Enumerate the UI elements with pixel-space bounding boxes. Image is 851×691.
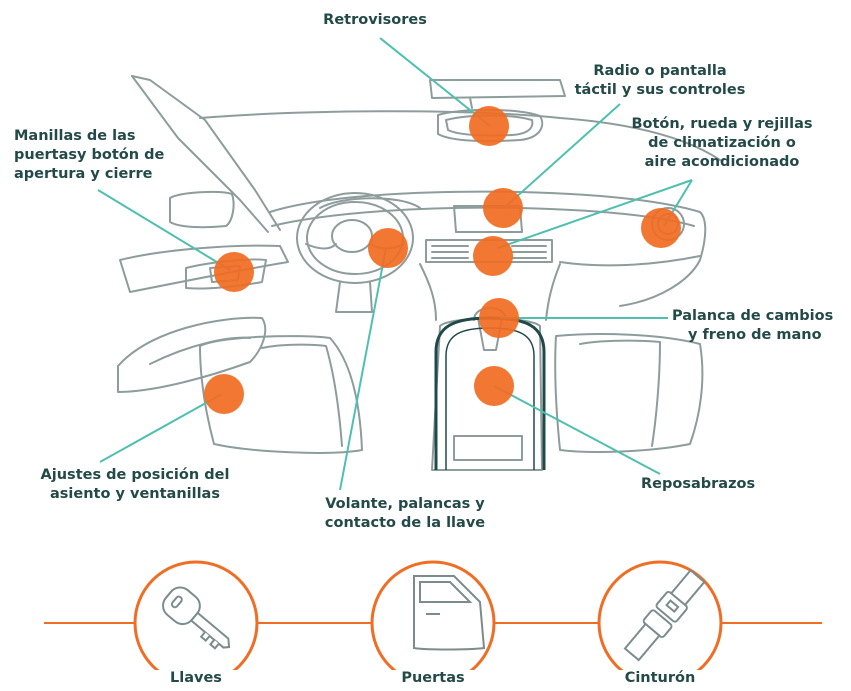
- keys-badge: [133, 560, 259, 686]
- pointer-door-handles: [97, 189, 231, 271]
- pointer-climate-a: [497, 179, 693, 249]
- doors-circle: [370, 560, 496, 686]
- pointer-steering: [339, 247, 387, 491]
- pointer-mirrors: [379, 37, 491, 127]
- steering-wheel: [296, 192, 414, 284]
- label-seat: Ajustes de posición del asiento y ventan…: [40, 467, 230, 502]
- label-doors: Puertas: [373, 670, 493, 686]
- label-gear: Palanca de cambios y freno de mano: [672, 308, 834, 343]
- side-mirror: [169, 190, 235, 229]
- hotspot-gear: [479, 298, 519, 338]
- pointer-radio: [503, 103, 621, 209]
- label-seatbelt: Cinturón: [600, 670, 720, 686]
- hotspot-radio: [483, 188, 523, 228]
- label-mirrors: Retrovisores: [323, 12, 427, 28]
- right-seat: [554, 333, 704, 453]
- hotspot-seat: [204, 374, 244, 414]
- pointer-seat: [99, 393, 223, 463]
- seatbelt-badge: [597, 560, 723, 686]
- door-handle-recess: [185, 258, 267, 290]
- hotspot-right-vent: [641, 208, 681, 248]
- label-keys: Llaves: [136, 670, 256, 686]
- hotspot-armrest: [474, 366, 514, 406]
- car-door-icon: [413, 575, 486, 651]
- label-armrest: Reposabrazos: [641, 476, 756, 492]
- pointer-lines: [97, 37, 693, 491]
- left-seat: [199, 335, 363, 454]
- hotspot-door-handle: [214, 252, 254, 292]
- label-radio: Radio o pantalla táctil y sus controles: [574, 63, 746, 98]
- pointer-armrest: [493, 385, 661, 475]
- key-icon: [162, 586, 231, 650]
- doors-badge: [370, 560, 496, 686]
- seatbelt-buckle-icon: [623, 568, 706, 662]
- label-climate: Botón, rueda y rejillas de climatización…: [631, 116, 813, 170]
- hotspot-mirrors: [469, 106, 509, 146]
- sun-visor: [429, 79, 566, 99]
- label-door-handles: Manillas de las puertasy botón de apertu…: [14, 128, 165, 182]
- label-steering: Volante, palancas y contacto de la llave: [324, 496, 486, 531]
- hotspots: [204, 106, 681, 414]
- console-box: [453, 435, 523, 461]
- hotspot-steering: [368, 228, 408, 268]
- hotspot-climate: [473, 236, 513, 276]
